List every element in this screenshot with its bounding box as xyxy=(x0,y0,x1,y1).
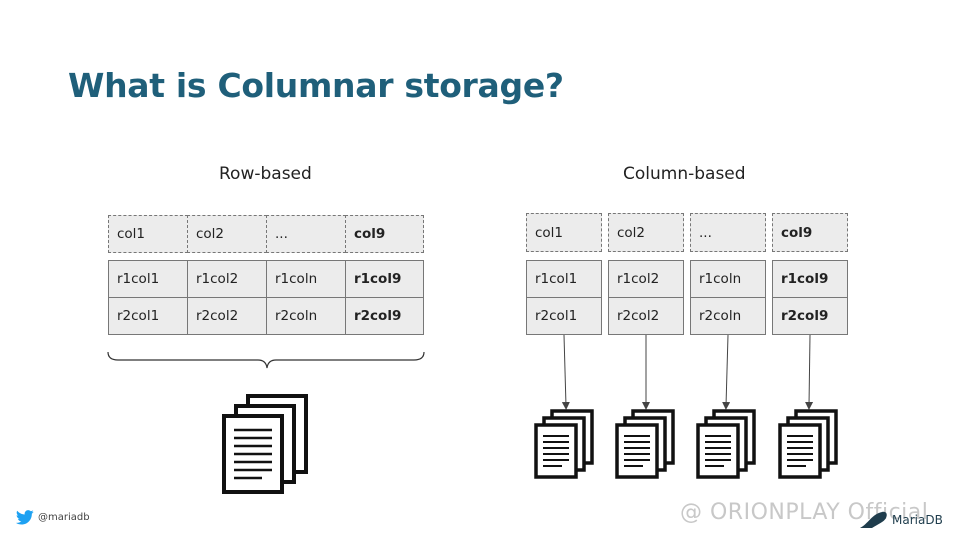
column-header-cell: col9 xyxy=(772,213,848,252)
column-data-cell: r1col9 xyxy=(772,260,848,298)
mariadb-seal-logo: MariaDB xyxy=(860,511,943,528)
arrow xyxy=(722,334,731,410)
row-data-cell: r1col1 xyxy=(108,260,188,298)
document-stack-icon xyxy=(222,394,308,494)
twitter-icon xyxy=(16,510,34,525)
document-stack-icon xyxy=(534,409,594,479)
column-data-cell: r2coln xyxy=(690,297,766,335)
twitter-handle: @mariadb xyxy=(38,512,90,523)
page-title: What is Columnar storage? xyxy=(68,66,564,105)
column-data-cell: r2col1 xyxy=(526,297,602,335)
column-header-cell: col1 xyxy=(526,213,602,252)
row-header-cell: col1 xyxy=(108,215,188,253)
arrow xyxy=(561,334,570,410)
row-header-cell: col2 xyxy=(187,215,267,253)
column-data-cell: r1coln xyxy=(690,260,766,298)
column-header-cell: ... xyxy=(690,213,766,252)
row-based-label: Row-based xyxy=(219,164,312,184)
row-data-cell: r1coln xyxy=(266,260,346,298)
document-stack-icon xyxy=(696,409,756,479)
row-header-cell: col9 xyxy=(345,215,424,253)
column-data-cell: r1col1 xyxy=(526,260,602,298)
watermark: @ ORIONPLAY Official xyxy=(680,500,929,525)
column-data-cell: r2col2 xyxy=(608,297,684,335)
arrow xyxy=(805,334,814,410)
row-data-cell: r2col2 xyxy=(187,297,267,335)
document-stack-icon xyxy=(778,409,838,479)
column-data-cell: r2col9 xyxy=(772,297,848,335)
row-data-cell: r2col9 xyxy=(345,297,424,335)
column-header-cell: col2 xyxy=(608,213,684,252)
column-based-label: Column-based xyxy=(623,164,746,184)
row-brace xyxy=(107,351,425,369)
document-stack-icon xyxy=(615,409,675,479)
svg-text:MariaDB: MariaDB xyxy=(892,513,943,527)
row-data-cell: r1col2 xyxy=(187,260,267,298)
